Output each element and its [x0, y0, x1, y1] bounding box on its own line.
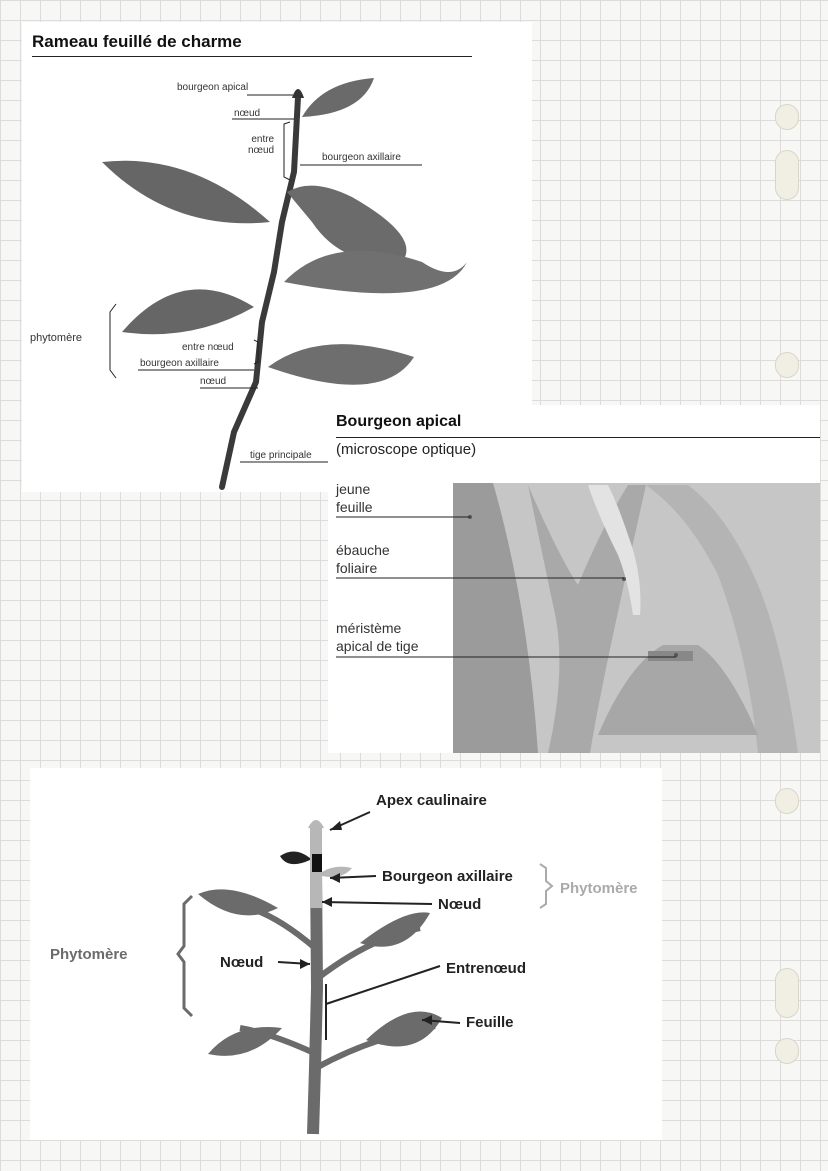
label-feuille: Feuille: [466, 1014, 514, 1031]
label-noeud: nœud: [200, 376, 226, 387]
label-phytomere: phytomère: [30, 332, 82, 344]
binder-hole: [775, 1038, 799, 1064]
label-meristeme: méristème apical de tige: [336, 619, 419, 655]
plant-schema-card: Apex caulinaire Bourgeon axillaire Phyto…: [30, 768, 662, 1140]
label-entre-noeud: entre nœud: [182, 342, 234, 353]
label-tige-principale: tige principale: [250, 450, 312, 461]
label-bourgeon-apical: bourgeon apical: [177, 82, 248, 93]
label-apex-caulinaire: Apex caulinaire: [376, 792, 487, 809]
label-noeud-right: Nœud: [438, 896, 481, 913]
microscope-image: [328, 405, 820, 753]
label-noeud-left: Nœud: [220, 954, 263, 971]
label-bourgeon-axillaire-top: bourgeon axillaire: [322, 152, 401, 163]
label-entrenoeud: Entrenœud: [446, 960, 526, 977]
apical-bud-card: Bourgeon apical (microscope optique) jeu…: [328, 405, 820, 753]
label-phytomere-left: Phytomère: [50, 946, 128, 963]
binder-hole: [775, 788, 799, 814]
binder-hole: [775, 104, 799, 130]
binder-hole: [775, 968, 799, 1018]
label-bourgeon-axillaire-schema: Bourgeon axillaire: [382, 868, 513, 885]
label-entre-noeud-top: entre nœud: [248, 134, 274, 156]
label-jeune-feuille: jeune feuille: [336, 480, 373, 516]
label-noeud-top: nœud: [234, 108, 260, 119]
label-ebauche-foliaire: ébauche foliaire: [336, 541, 390, 577]
binder-hole: [775, 150, 799, 200]
label-bourgeon-axillaire: bourgeon axillaire: [140, 358, 219, 369]
binder-hole: [775, 352, 799, 378]
label-phytomere-right: Phytomère: [560, 880, 638, 897]
